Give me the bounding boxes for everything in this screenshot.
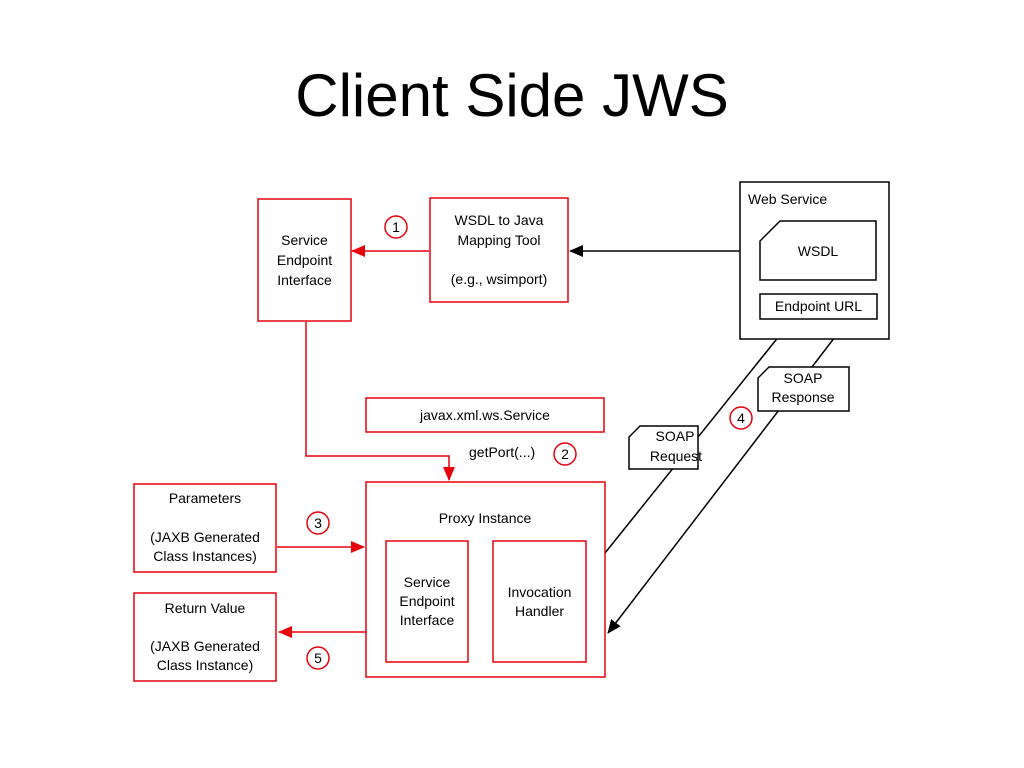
wsdl-tool-line-1: WSDL to Java: [455, 212, 544, 228]
wsdl-to-java-tool-box: WSDL to Java Mapping Tool (e.g., wsimpor…: [429, 197, 569, 303]
wsdl-label: WSDL: [798, 243, 839, 259]
soap-response-line-2: Response: [771, 389, 834, 405]
step-3-badge: 3: [306, 511, 330, 535]
endpoint-url-box: [759, 293, 878, 320]
svg-text:2: 2: [561, 446, 569, 462]
parameters-line-1: Parameters: [169, 490, 241, 506]
sei-line-2: Endpoint: [277, 252, 332, 268]
parameters-line-3: (JAXB Generated: [150, 529, 260, 545]
wsdl-tool-line-2: Mapping Tool: [457, 232, 540, 248]
wsdl-document: [759, 220, 877, 281]
proxy-instance-box: Proxy Instance Service Endpoint Interfac…: [365, 481, 606, 678]
return-value-line-4: Class Instance): [157, 657, 253, 673]
soap-response-line-1: SOAP: [784, 370, 823, 386]
soap-request-line-1: SOAP: [656, 428, 695, 444]
inner-sei-box: [385, 540, 469, 663]
step-1-badge: 1: [384, 215, 408, 239]
slide-title: Client Side JWS: [295, 62, 729, 129]
javax-service-box: javax.xml.ws.Service: [365, 397, 605, 433]
soap-response-document: SOAP Response: [757, 366, 850, 412]
svg-text:1: 1: [392, 219, 400, 235]
return-value-box: Return Value (JAXB Generated Class Insta…: [133, 592, 277, 682]
wsdl-tool-line-4: (e.g., wsimport): [451, 271, 547, 287]
return-value-line-3: (JAXB Generated: [150, 638, 260, 654]
get-port-label: getPort(...): [469, 444, 535, 460]
invocation-handler-box: [492, 540, 587, 663]
inner-sei-line-1: Service: [404, 574, 451, 590]
step-4-badge: 4: [729, 406, 753, 430]
step-2-badge: 2: [553, 442, 577, 466]
web-service-label: Web Service: [748, 191, 827, 207]
endpoint-url-label: Endpoint URL: [775, 298, 862, 314]
svg-text:4: 4: [737, 410, 745, 426]
soap-request-document: SOAP Request: [628, 425, 702, 470]
return-value-line-1: Return Value: [165, 600, 246, 616]
sei-line-3: Interface: [277, 272, 332, 288]
step-5-badge: 5: [306, 646, 330, 670]
inner-sei-line-3: Interface: [400, 612, 455, 628]
parameters-line-4: Class Instances): [153, 548, 256, 564]
arrow-sei-to-proxy: [305, 322, 455, 481]
invocation-handler-line-2: Handler: [515, 603, 564, 619]
invocation-handler-line-1: Invocation: [508, 584, 572, 600]
svg-text:3: 3: [314, 515, 322, 531]
svg-text:5: 5: [314, 650, 322, 666]
proxy-instance-label: Proxy Instance: [439, 510, 532, 526]
soap-request-line-2: Request: [650, 448, 702, 464]
inner-sei-line-2: Endpoint: [399, 593, 454, 609]
service-endpoint-interface-box: Service Endpoint Interface: [257, 198, 352, 322]
web-service-box: Web Service WSDL Endpoint URL: [739, 181, 890, 340]
parameters-box: Parameters (JAXB Generated Class Instanc…: [133, 483, 277, 573]
sei-line-1: Service: [281, 232, 328, 248]
javax-service-label: javax.xml.ws.Service: [419, 407, 550, 423]
